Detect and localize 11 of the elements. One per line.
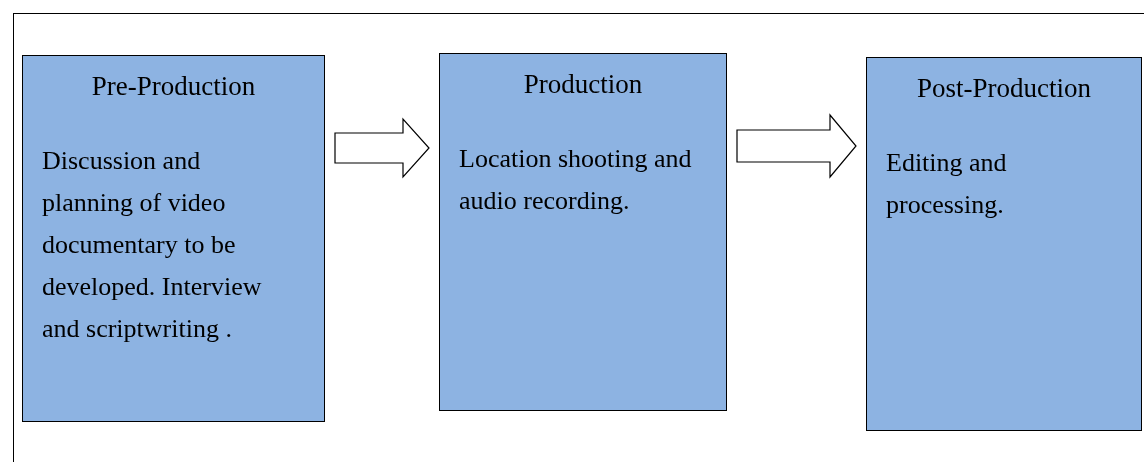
stage-title: Pre-Production	[90, 70, 257, 103]
stage-description: Discussion and planning of video documentary to be developed. Interview and scriptwriting .	[42, 145, 263, 345]
stage-title: Post-Production	[916, 72, 1092, 105]
stage-box	[866, 57, 1142, 431]
block-arrow	[334, 117, 430, 179]
stage-description: Editing and processing.	[886, 147, 1008, 221]
stage-title: Production	[522, 68, 644, 101]
stage-box	[439, 53, 727, 411]
stage-box	[22, 55, 325, 422]
block-arrow	[736, 113, 857, 179]
stage-description: Location shooting and audio recording.	[459, 143, 693, 217]
